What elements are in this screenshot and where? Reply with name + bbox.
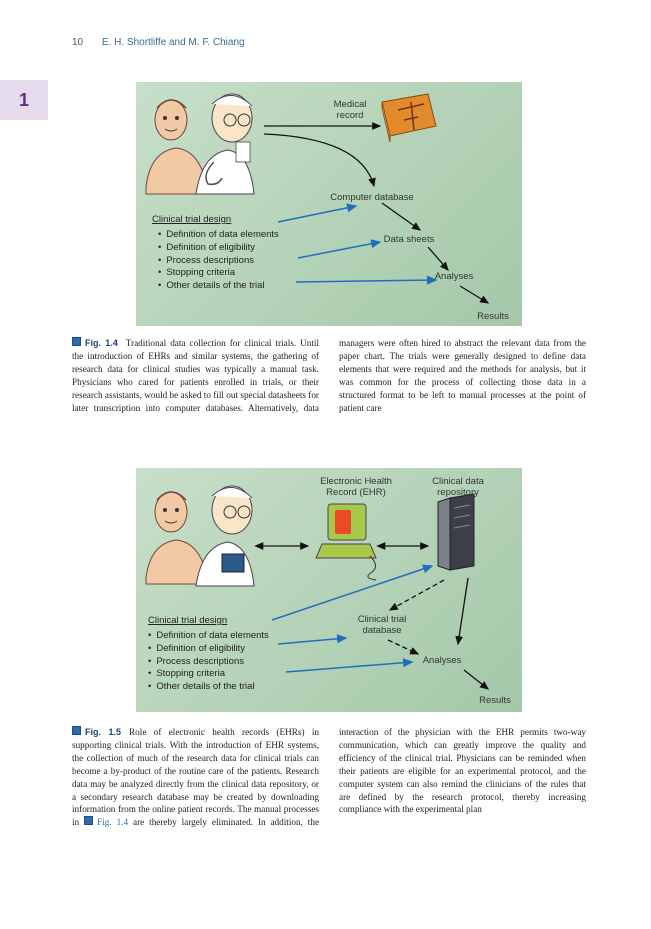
figure-1-5: Electronic Health Record (EHR) Clinical … [136,468,522,712]
design-item: Stopping criteria [148,668,269,681]
computer-database-label: Computer database [330,192,414,203]
ehr-label: Electronic Health Record (EHR) [320,476,392,498]
figure-marker-icon [84,816,94,826]
design-item: Process descriptions [158,255,279,268]
ehr-computer-illustration [315,503,377,581]
clinical-trial-design-title: Clinical trial design [148,615,228,626]
results-label: Results [479,695,511,706]
running-head-authors: E. H. Shortliffe and M. F. Chiang [101,37,245,48]
caption-text: Traditional data collection for clinical… [72,338,586,413]
data-sheets-label: Data sheets [383,234,435,245]
patient-illustration [145,99,207,195]
physician-illustration [195,93,255,195]
design-item: Stopping criteria [158,267,279,280]
design-item: Process descriptions [148,656,269,669]
analyses-label: Analyses [422,655,462,666]
medical-record-label: Medical record [333,99,367,121]
figure-label: Fig. 1.4 [85,338,118,348]
design-item: Definition of data elements [158,229,278,242]
physician-illustration [195,485,255,587]
clinical-trial-design-list: Definition of data elements Definition o… [148,630,269,694]
figure-reference-link[interactable]: Fig. 1.4 [97,817,129,828]
figure-1-5-graphic [145,485,490,690]
figure-label: Fig. 1.5 [85,727,122,737]
clinical-trial-database-label: Clinical trial database [357,614,407,636]
design-item: Other details of the trial [148,681,269,694]
medical-record-book [381,93,437,143]
chapter-tab: 1 [0,80,48,120]
design-item: Definition of data elements [148,630,268,643]
page-number: 10 [72,37,84,48]
caption-text: Role of electronic health records (EHRs)… [72,727,319,828]
caption-text: are thereby largely eliminated. In addit… [133,727,586,828]
page-header: 10 E. H. Shortliffe and M. F. Chiang [72,37,245,51]
design-item: Definition of eligibility [158,242,279,255]
clinical-trial-design-list: Definition of data elements Definition o… [158,229,279,293]
clinical-data-repository-label: Clinical data repository [432,476,484,498]
figure-marker-icon [72,726,81,735]
figure-1-4-graphic [145,93,490,304]
design-item: Other details of the trial [158,280,279,293]
server-illustration [437,493,475,571]
figure-1-4: Medical record Computer database Data sh… [136,82,522,326]
analyses-label: Analyses [434,271,474,282]
design-item: Definition of eligibility [148,643,269,656]
clinical-trial-design-title: Clinical trial design [152,214,232,225]
patient-illustration [145,491,207,585]
figure-marker-icon [72,337,81,346]
results-label: Results [477,311,509,322]
